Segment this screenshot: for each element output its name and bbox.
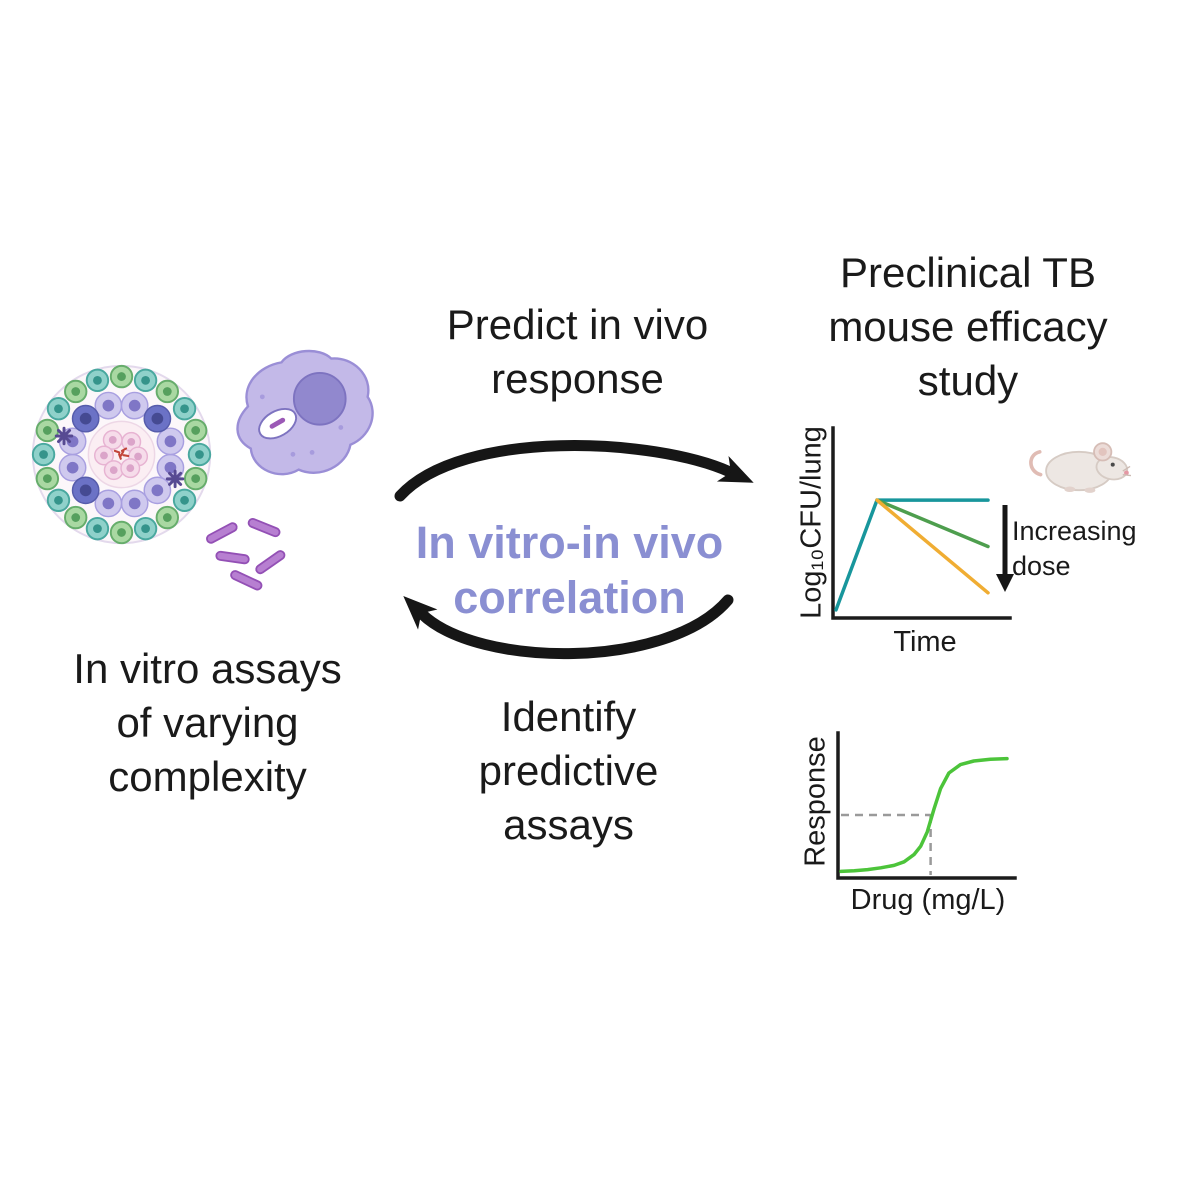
mouse-foot-2 xyxy=(1084,487,1096,493)
mouse-inner-ear xyxy=(1098,447,1107,456)
increasing-dose-label: Increasing dose xyxy=(1012,516,1137,581)
granuloma-core xyxy=(87,420,156,489)
granuloma-bacteria-core xyxy=(113,447,130,460)
predict-in-vivo-label: Predict in vivo response xyxy=(446,301,709,402)
correlation-label: In vitro-in vivo correlation xyxy=(415,517,724,623)
granuloma-outer-nuclei-green xyxy=(42,372,201,537)
granuloma-macrophage-ring xyxy=(58,391,185,518)
macrophage-granules xyxy=(259,394,344,457)
preclinical-title: Preclinical TB mouse efficacy study xyxy=(828,249,1108,404)
cfu-time-chart xyxy=(831,426,1012,620)
dose-chart-axes xyxy=(836,731,1017,880)
bacteria-illustration xyxy=(206,517,286,591)
cfu-line-high-dose xyxy=(875,498,990,595)
granuloma-outer-nuclei-teal xyxy=(39,375,204,534)
cfu-chart-axes xyxy=(831,426,1012,620)
macrophage-vacuole xyxy=(258,407,298,440)
mouse-eye xyxy=(1110,462,1115,467)
mouse-tail xyxy=(1029,450,1043,477)
cycle-arrow-top xyxy=(394,440,754,502)
in-vitro-caption: In vitro assays of varying complexity xyxy=(73,645,342,800)
granuloma-illustration xyxy=(31,364,212,545)
macrophage-nucleus xyxy=(292,371,347,426)
cfu-x-axis-label: Time xyxy=(893,626,957,658)
dose-response-chart xyxy=(836,731,1017,880)
mouse-foot xyxy=(1064,486,1076,493)
mouse-nose xyxy=(1124,470,1129,476)
macrophage-illustration xyxy=(236,349,374,476)
cfu-line-low-dose xyxy=(875,498,990,549)
cfu-y-axis-label: Log₁₀CFU/lung xyxy=(795,426,828,619)
mouse-icon xyxy=(1029,442,1131,493)
identify-assays-label: Identify predictive assays xyxy=(478,693,659,848)
drug-x-axis-label: Drug (mg/L) xyxy=(850,884,1006,916)
response-y-axis-label: Response xyxy=(799,736,832,867)
granuloma-dendritic-cells xyxy=(54,426,185,489)
dose-response-curve xyxy=(839,756,1009,874)
mouse-whiskers xyxy=(1122,465,1131,477)
